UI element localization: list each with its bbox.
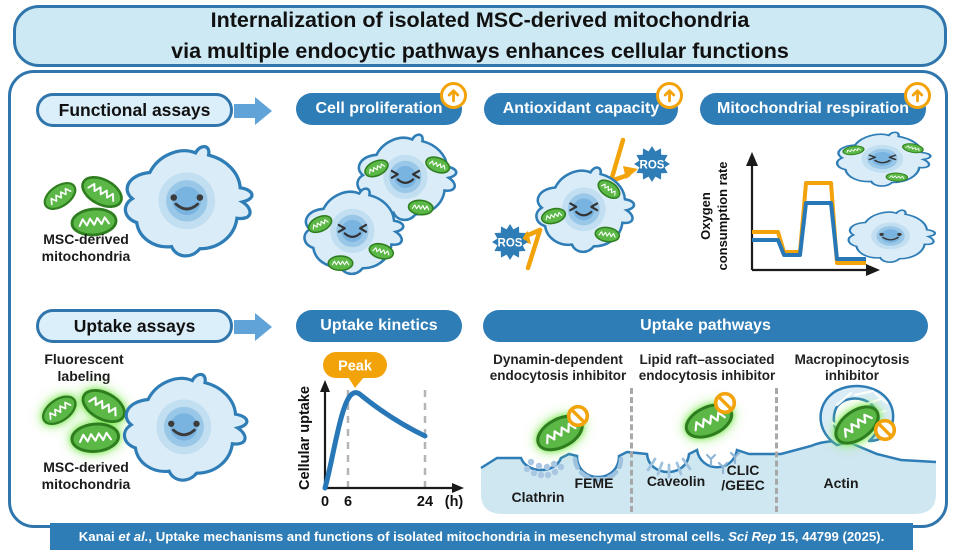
pathway-heading-line1: Lipid raft–associated	[639, 352, 775, 367]
membrane-body	[481, 441, 936, 514]
caveolin-pit-icon	[646, 457, 692, 479]
citation-tail: 15, 44799 (2025).	[776, 529, 885, 544]
control-cell-icon	[847, 209, 937, 264]
proliferating-cells-illustration	[303, 133, 458, 276]
arrow-up-icon	[911, 89, 924, 103]
uptake-kinetics-chart: Peak Cellular uptake 0 6 24 (h)	[297, 352, 464, 510]
feme-label: FEME	[574, 475, 614, 491]
citation-authors: Kanai	[78, 529, 115, 544]
antioxidant-capacity-pill: Antioxidant capacity	[484, 93, 678, 125]
pathway-divider	[630, 388, 633, 512]
kinetics-ylabel: Cellular uptake	[297, 386, 313, 490]
ros-defense-illustration: ROS ROS	[492, 137, 670, 271]
ros-label: ROS	[498, 238, 523, 250]
clic-geec-pit-icon	[705, 451, 741, 475]
cell-with-mitochondria-icon	[835, 131, 932, 188]
ros-burst-icon: ROS	[492, 224, 528, 260]
citation-journal: Sci Rep	[728, 529, 777, 544]
uptake-kinetics-label: Uptake kinetics	[320, 317, 438, 334]
msc-label-line2: mitochondria	[41, 475, 131, 492]
increase-badge-proliferation	[440, 82, 467, 109]
ros-burst-icon: ROS	[634, 146, 670, 182]
ros-label: ROS	[640, 160, 665, 172]
pathway-heading-line2: endocytosis inhibitor	[638, 368, 776, 384]
ros-deflect-arrow-icon	[608, 137, 626, 184]
caveolin-label: Caveolin	[646, 473, 706, 489]
msc-label-line2: mitochondria	[41, 247, 131, 264]
oxygen-consumption-chart: Oxygen consumption rate	[698, 152, 880, 276]
prohibition-icon	[713, 391, 737, 415]
citation-etal: et al.	[114, 529, 149, 544]
clic-geec-label: CLIC /GEEC	[712, 462, 774, 494]
fluorescent-labeling-label: Fluorescent labeling	[26, 351, 142, 384]
arrow-right-icon	[234, 97, 272, 125]
fluorescent-line1: Fluorescent	[44, 351, 124, 367]
title-line-2: via multiple endocytic pathways enhances…	[171, 39, 789, 63]
uptake-assays-pill: Uptake assays	[36, 309, 233, 343]
functional-assays-pill: Functional assays	[36, 93, 233, 127]
msc-label-line1: MSC-derived	[43, 459, 129, 475]
pathway-heading-line2: inhibitor	[825, 368, 879, 384]
msc-label-line1: MSC-derived	[43, 231, 129, 247]
actin-label: Actin	[823, 475, 859, 491]
uptake-kinetics-pill: Uptake kinetics	[296, 310, 462, 342]
uptake-assays-label: Uptake assays	[73, 315, 196, 336]
ocr-ylabel-line2: consumption rate	[715, 161, 730, 270]
title-line-1: Internalization of isolated MSC-derived …	[210, 8, 750, 33]
pathway-heading-macropinocytosis: Macropinocytosis inhibitor	[787, 352, 917, 385]
cell-proliferation-pill: Cell proliferation	[296, 93, 462, 125]
increase-badge-respiration	[904, 82, 931, 109]
ros-deflect-arrow-icon	[525, 227, 543, 271]
increase-badge-antioxidant	[656, 82, 683, 109]
tick-unit: (h)	[445, 494, 464, 510]
mitochondrial-respiration-label: Mitochondrial respiration	[716, 100, 909, 117]
citation-bar: Kanai et al., Uptake mechanisms and func…	[50, 523, 913, 550]
title-box: Internalization of isolated MSC-derived …	[13, 5, 947, 67]
clic-label-line2: /GEEC	[721, 477, 765, 494]
msc-mitochondria-label: MSC-derived mitochondria	[18, 231, 154, 264]
tick-0: 0	[321, 494, 329, 510]
uptake-curve	[322, 390, 428, 491]
msc-mitochondria-label: MSC-derived mitochondria	[18, 459, 154, 492]
clic-label-line1: CLIC	[726, 462, 760, 478]
pathway-divider	[775, 388, 778, 512]
uptake-pathways-label: Uptake pathways	[640, 317, 771, 334]
clathrin-label: Clathrin	[511, 489, 565, 505]
pathway-heading-line1: Dynamin-dependent	[493, 352, 623, 367]
uptake-pathways-pill: Uptake pathways	[483, 310, 928, 342]
peak-label: Peak	[338, 359, 373, 375]
arrow-right-icon	[234, 313, 272, 341]
ocr-ylabel-line1: Oxygen	[698, 192, 713, 240]
clathrin-coat-icon	[523, 458, 565, 479]
cell-proliferation-label: Cell proliferation	[315, 100, 443, 117]
pathway-heading-line1: Macropinocytosis	[794, 352, 910, 367]
functional-assays-label: Functional assays	[58, 99, 211, 120]
arrow-up-icon	[447, 89, 460, 103]
peak-callout: Peak	[323, 352, 387, 388]
pathway-heading-line2: endocytosis inhibitor	[489, 368, 627, 384]
ocr-control-series	[752, 201, 866, 261]
tick-6: 6	[344, 494, 352, 510]
prohibition-icon	[566, 404, 590, 428]
arrow-up-icon	[663, 89, 676, 103]
prohibition-icon	[873, 418, 897, 442]
mitochondrial-respiration-pill: Mitochondrial respiration	[700, 93, 926, 125]
feme-pit-icon	[572, 456, 624, 482]
pathway-heading-dynamin: Dynamin-dependent endocytosis inhibitor	[488, 352, 628, 385]
tick-24: 24	[417, 494, 433, 510]
fluorescent-line2: labeling	[57, 367, 111, 384]
pathway-heading-lipid-raft: Lipid raft–associated endocytosis inhibi…	[637, 352, 777, 385]
antioxidant-capacity-label: Antioxidant capacity	[502, 100, 660, 117]
citation-text: , Uptake mechanisms and functions of iso…	[148, 529, 729, 544]
